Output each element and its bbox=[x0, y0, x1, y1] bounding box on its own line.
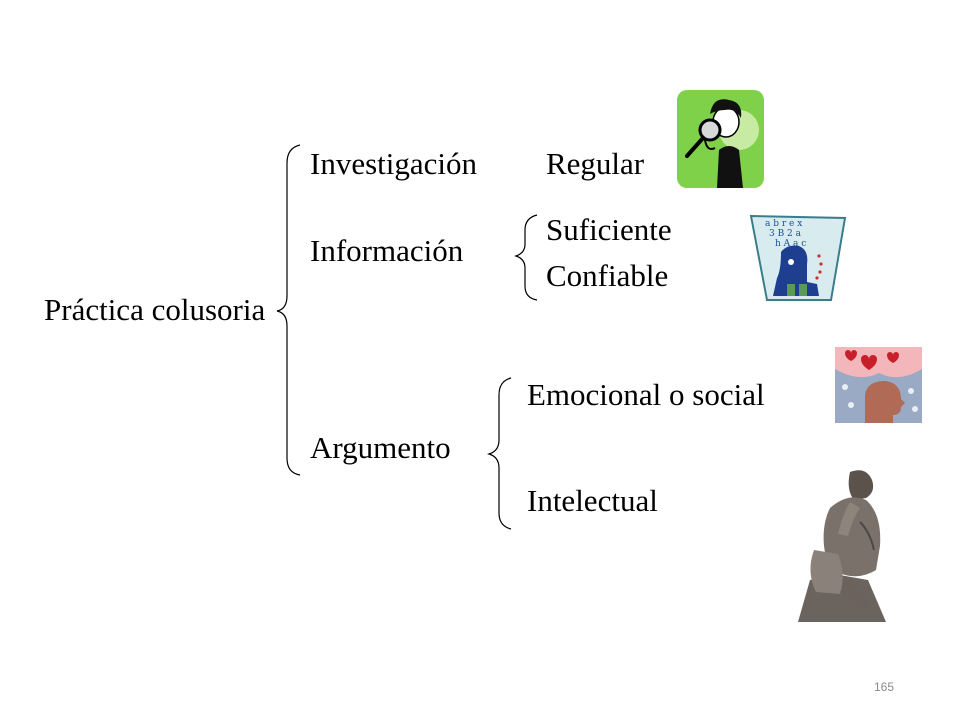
root-label: Práctica colusoria bbox=[44, 292, 266, 327]
leaf-confiable: Confiable bbox=[546, 258, 669, 293]
alphabet-head-icon: a b r e x 3 B 2 a h A a c bbox=[749, 214, 847, 301]
branch-investigacion: Investigación bbox=[310, 146, 478, 181]
leaf-regular: Regular bbox=[546, 146, 645, 181]
leaf-suficiente: Suficiente bbox=[546, 212, 672, 247]
informacion-brace bbox=[514, 214, 538, 301]
thinker-statue-icon bbox=[798, 470, 886, 622]
argumento-brace bbox=[486, 377, 512, 530]
main-brace bbox=[276, 144, 301, 476]
hearts-head-icon bbox=[835, 347, 922, 423]
svg-text:h A a c: h A a c bbox=[775, 239, 806, 249]
magnifying-glass-person-icon bbox=[677, 90, 764, 188]
svg-text:3 B 2 a: 3 B 2 a bbox=[769, 229, 802, 239]
svg-text:a b r e x: a b r e x bbox=[765, 219, 802, 229]
leaf-intelectual: Intelectual bbox=[527, 483, 658, 518]
page-number: 165 bbox=[874, 680, 895, 694]
branch-argumento: Argumento bbox=[310, 430, 451, 465]
branch-informacion: Información bbox=[310, 233, 464, 268]
leaf-emocional: Emocional o social bbox=[527, 377, 765, 412]
